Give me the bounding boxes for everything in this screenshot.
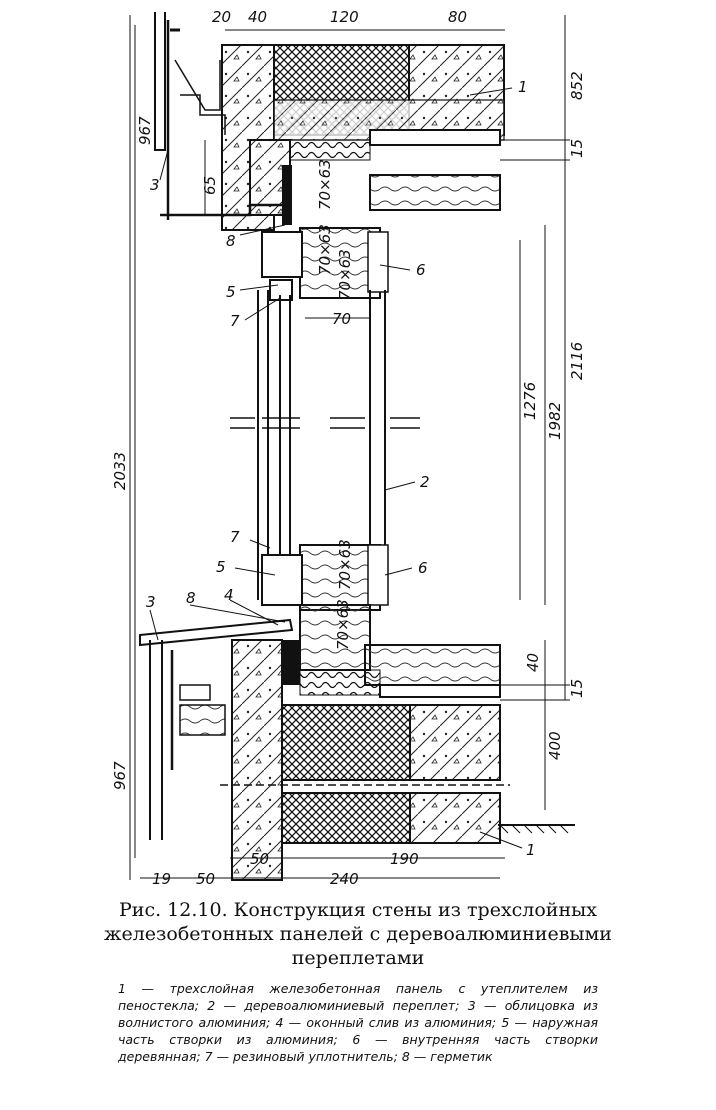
legend: 1 — трехслойная железобетонная панель с … (118, 980, 598, 1065)
dim-967-bottom: 967 (111, 761, 129, 790)
section-70x63-e: 70×63 (334, 599, 352, 650)
callout-2: 2 (420, 473, 430, 491)
section-70x63-a: 70×63 (316, 159, 334, 210)
dim-50b: 50 (196, 870, 215, 888)
dim-19: 19 (152, 870, 171, 888)
dim-120: 120 (330, 8, 359, 26)
bottom-cladding (149, 640, 226, 840)
dim-65: 65 (201, 176, 219, 195)
dim-70: 70 (332, 310, 351, 328)
dim-1276: 1276 (521, 382, 539, 420)
dim-20: 20 (212, 8, 231, 26)
legend-item-2: 2 — деревоалюминиевый переплет; (207, 998, 460, 1013)
callout-7-top: 7 (230, 312, 240, 330)
dim-50: 50 (250, 850, 269, 868)
top-cladding (154, 12, 226, 220)
legend-item-1: 1 — трехслойная железобетонная панель с … (118, 981, 598, 1013)
dim-15-top: 15 (568, 139, 586, 158)
caption-title: Рис. 12.10. Конструкция стены из трехсло… (104, 899, 612, 969)
dim-852: 852 (568, 71, 586, 100)
callout-6-bottom: 6 (418, 559, 428, 577)
callout-7-bottom: 7 (230, 528, 240, 546)
dim-1982: 1982 (546, 402, 564, 440)
top-wall-panel (160, 44, 505, 231)
figure-caption: Рис. 12.10. Конструкция стены из трехсло… (0, 898, 716, 1065)
dim-40-bottom: 40 (524, 653, 542, 672)
legend-item-3: 3 — облицовка из волнистого алюминия; (118, 998, 598, 1030)
callout-1-top: 1 (518, 78, 528, 96)
window-sill (139, 618, 294, 647)
dim-190: 190 (390, 850, 419, 868)
callout-5-bottom: 5 (216, 558, 226, 576)
legend-item-8: 8 — герметик (401, 1049, 493, 1064)
legend-item-4: 4 — оконный слив из алюминия; (275, 1015, 497, 1030)
legend-item-5: 5 — наружная часть створки из алюминия; (118, 1015, 598, 1047)
callout-leaders (149, 87, 523, 849)
callout-4: 4 (224, 586, 234, 604)
legend-item-7: 7 — резиновый уплотнитель; (204, 1049, 398, 1064)
callout-6-top: 6 (416, 261, 426, 279)
section-70x63-c: 70×63 (336, 249, 354, 300)
callout-5-top: 5 (226, 283, 236, 301)
dim-400: 400 (546, 731, 564, 760)
callout-8-bottom: 8 (186, 589, 196, 607)
dim-2033: 2033 (111, 452, 129, 490)
section-70x63-b: 70×63 (316, 224, 334, 275)
dim-15-bottom: 15 (568, 679, 586, 698)
window-frame (230, 227, 420, 671)
bottom-wall-panel (220, 639, 575, 881)
callout-3-top: 3 (150, 176, 160, 194)
dim-40: 40 (248, 8, 267, 26)
wall-section-drawing: 20 40 120 80 852 15 2116 1982 1276 40 15… (111, 8, 586, 888)
dim-967-top: 967 (136, 116, 154, 145)
callout-3-bottom: 3 (146, 593, 156, 611)
dim-240: 240 (330, 870, 359, 888)
callout-8-top: 8 (226, 232, 236, 250)
dim-80: 80 (448, 8, 467, 26)
section-70x63-d: 70×63 (336, 539, 354, 590)
dim-2116: 2116 (568, 342, 586, 380)
dimension-lines (129, 15, 570, 880)
legend-item-6: 6 — внутренняя часть створки деревянная; (118, 1032, 598, 1064)
callout-1-bottom: 1 (526, 841, 536, 859)
